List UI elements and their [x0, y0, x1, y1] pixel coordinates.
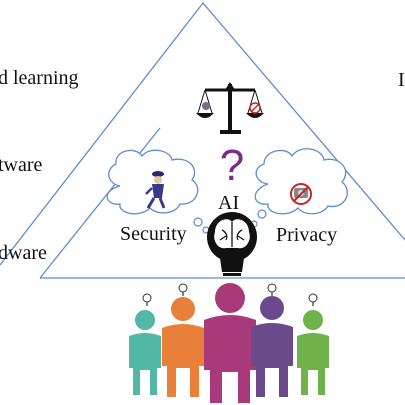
- lightbulb-icon: [267, 283, 277, 296]
- question-mark-icon: ?: [220, 141, 244, 190]
- lightbulb-icon: [308, 293, 318, 306]
- security-cloud: [106, 149, 210, 234]
- layer-label-bottom: dware: [0, 242, 47, 264]
- privacy-label: Privacy: [276, 224, 338, 246]
- person-purple: [251, 283, 293, 397]
- police-officer-icon: [145, 171, 166, 209]
- person-green: [297, 293, 329, 395]
- person-teal: [129, 310, 161, 395]
- person-magenta: [204, 283, 256, 403]
- layer-label-top: d learning: [0, 67, 79, 89]
- person-orange: [162, 283, 204, 397]
- layer-label-middle: tware: [0, 154, 43, 176]
- right-edge-label: I: [398, 69, 405, 91]
- security-label: Security: [120, 223, 187, 245]
- brain-lightbulb-icon: [207, 212, 257, 276]
- lightbulb-icon: [178, 283, 188, 296]
- privacy-cloud: [250, 148, 348, 228]
- balance-scale-icon: [196, 82, 264, 134]
- pyramid-outline: [0, 1, 405, 266]
- no-camera-icon: [290, 183, 312, 205]
- ai-label: AI: [218, 192, 240, 214]
- lightbulb-icon: [142, 293, 152, 306]
